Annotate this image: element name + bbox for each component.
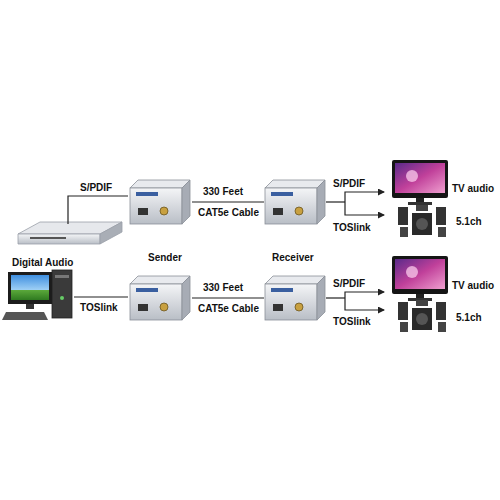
receiver-device — [265, 276, 325, 320]
cable-type: CAT5e Cable — [198, 207, 259, 218]
wires — [68, 192, 384, 310]
cat5e-wire — [192, 201, 264, 202]
source-label: Digital Audio — [12, 257, 73, 268]
output-label: TV audio — [452, 183, 494, 194]
computer — [2, 270, 72, 320]
signal-label: S/PDIF — [80, 182, 112, 193]
output-arrow — [345, 192, 384, 202]
output-arrow — [345, 202, 384, 215]
dvd-player — [18, 222, 122, 244]
output-arrow — [345, 298, 384, 310]
output-label: 5.1ch — [456, 216, 482, 227]
tv-set — [392, 160, 448, 205]
cable-length: 330 Feet — [203, 186, 243, 197]
device-label: Receiver — [272, 252, 314, 263]
speaker-set — [398, 300, 446, 332]
signal-label: S/PDIF — [333, 178, 365, 189]
output-wire — [326, 297, 345, 298]
spdif-wire — [68, 196, 128, 224]
output-wire — [326, 201, 345, 202]
sender-device — [130, 276, 190, 320]
cable-type: CAT5e Cable — [198, 303, 259, 314]
device-label: Sender — [148, 252, 182, 263]
output-label: 5.1ch — [456, 312, 482, 323]
cable-length: 330 Feet — [203, 282, 243, 293]
tv-set — [392, 256, 448, 301]
toslink-wire — [74, 296, 128, 297]
sender-device — [130, 180, 190, 224]
cat5e-wire — [192, 297, 264, 298]
speaker-set — [398, 205, 446, 237]
receiver-device — [265, 180, 325, 224]
output-arrow — [345, 292, 384, 298]
signal-label: TOSlink — [333, 316, 371, 327]
output-label: TV audio — [452, 280, 494, 291]
signal-label: TOSlink — [80, 302, 118, 313]
signal-label: S/PDIF — [333, 278, 365, 289]
signal-label: TOSlink — [333, 222, 371, 233]
